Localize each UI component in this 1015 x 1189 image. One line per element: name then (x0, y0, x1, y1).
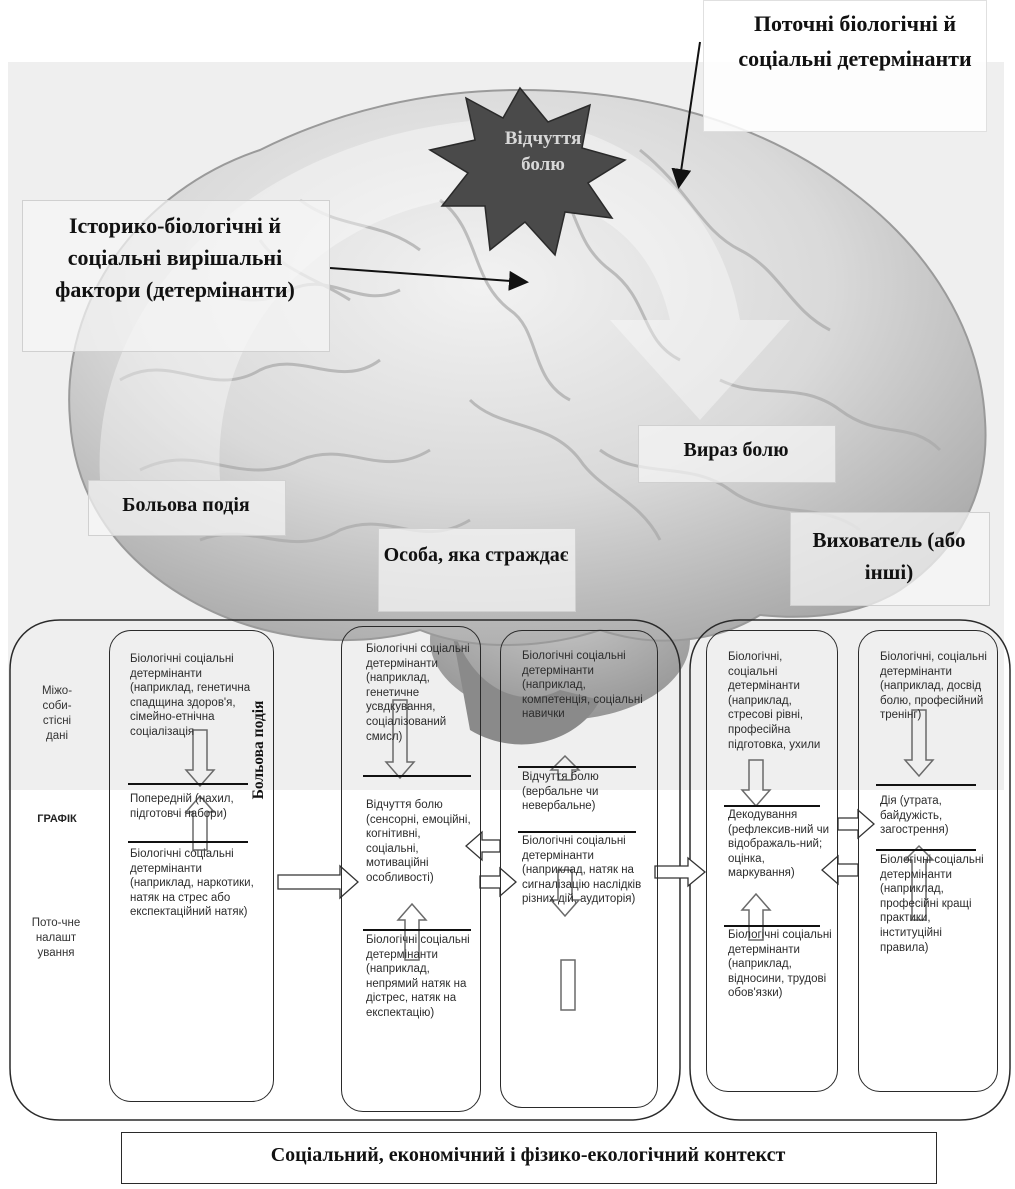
column-3-top: Біологічні соціальні детермінанти (напри… (522, 650, 643, 721)
historical-determinants-label: Історико-біологічні й соціальні вирішаль… (55, 213, 295, 302)
current-determinants-label: Поточні біологічні й соціальні детерміна… (738, 11, 972, 71)
suffering-person-container (9, 619, 681, 1121)
pain-starburst (428, 86, 627, 257)
current-determinants-panel (703, 0, 987, 132)
column-4-separator-b (724, 925, 820, 927)
column-1-middle: Попередній (нахил, підготовчі набори) (130, 793, 234, 820)
column-5-middle: Дія (утрата, байдужість, загострення) (880, 795, 949, 837)
column-2-separator-a (363, 775, 471, 777)
column-5-border (858, 630, 998, 1092)
caregiver-panel (790, 512, 990, 606)
column-1-border (109, 630, 274, 1102)
historical-determinants-panel (22, 200, 330, 352)
column-1-top: Біологічні соціальні детермінанти (напри… (130, 653, 251, 738)
column-3-border (500, 630, 658, 1108)
caregiver-label: Вихователь (або інші) (812, 528, 966, 584)
horizontal-flow-arrows (277, 808, 875, 900)
suffering-person-panel (378, 528, 576, 612)
pain-event-label: Больова подія (122, 494, 250, 516)
column-4-top: Біологічні, соціальні детермінанти (напр… (728, 651, 821, 751)
column-2-middle: Відчуття болю (сенсорні, емоційні, когні… (366, 799, 471, 884)
context-label: Соціальний, економічний і фізико-екологі… (270, 1144, 786, 1166)
column-3-middle: Відчуття болю (вербальне чи невербальне) (522, 771, 599, 813)
arrow-from-historical (329, 267, 529, 291)
pain-event-panel (88, 480, 286, 536)
column-5-top: Біологічні, соціальні детермінанти (напр… (880, 651, 987, 722)
column-2-bottom: Біологічні соціальні детермінанти (напри… (366, 934, 470, 1019)
column-4-bottom: Біологічні соціальні детермінанти (напри… (728, 929, 832, 1000)
column-2-top: Біологічні соціальні детермінанти (напри… (366, 643, 470, 743)
timeline-interpersonal: Міжо-соби-стісні дані (41, 685, 73, 742)
column-4-separator-a (724, 805, 820, 807)
column-4-border (706, 630, 838, 1092)
column-5-bottom: Біологічні соціальні детермінанти (напри… (880, 854, 984, 954)
pain-expression-panel (638, 425, 836, 483)
suffering-person-label: Особа, яка страждає (383, 544, 569, 566)
timeline-graph: ГРАФІК (37, 813, 77, 825)
column-2-border (341, 626, 481, 1112)
column-1-separator-a (128, 783, 248, 785)
brain-stem (450, 620, 600, 745)
arrow-to-pain-sensation (671, 41, 701, 189)
vertical-flow-arrows (184, 699, 935, 1011)
pain-sensation-label: Відчуття болю (504, 128, 582, 175)
column-1-bottom: Біологічні соціальні детермінанти (напри… (130, 848, 254, 919)
caregiver-container (689, 619, 1011, 1121)
timeline-current-setting: Пото-чне налашт ування (31, 917, 81, 959)
column-3-separator-a (518, 766, 636, 768)
column-3-separator-b (518, 831, 636, 833)
column-4-middle: Декодування (рефлексив-ний чи відображал… (728, 809, 830, 880)
column-5-separator-b (876, 849, 976, 851)
column-5-separator-a (876, 784, 976, 786)
column-1-separator-b (128, 841, 248, 843)
pain-expression-label: Вираз болю (683, 439, 789, 461)
column-3-bottom: Біологічні соціальні детермінанти (напри… (522, 835, 642, 906)
context-box (121, 1132, 937, 1184)
column-2-separator-b (363, 929, 471, 931)
